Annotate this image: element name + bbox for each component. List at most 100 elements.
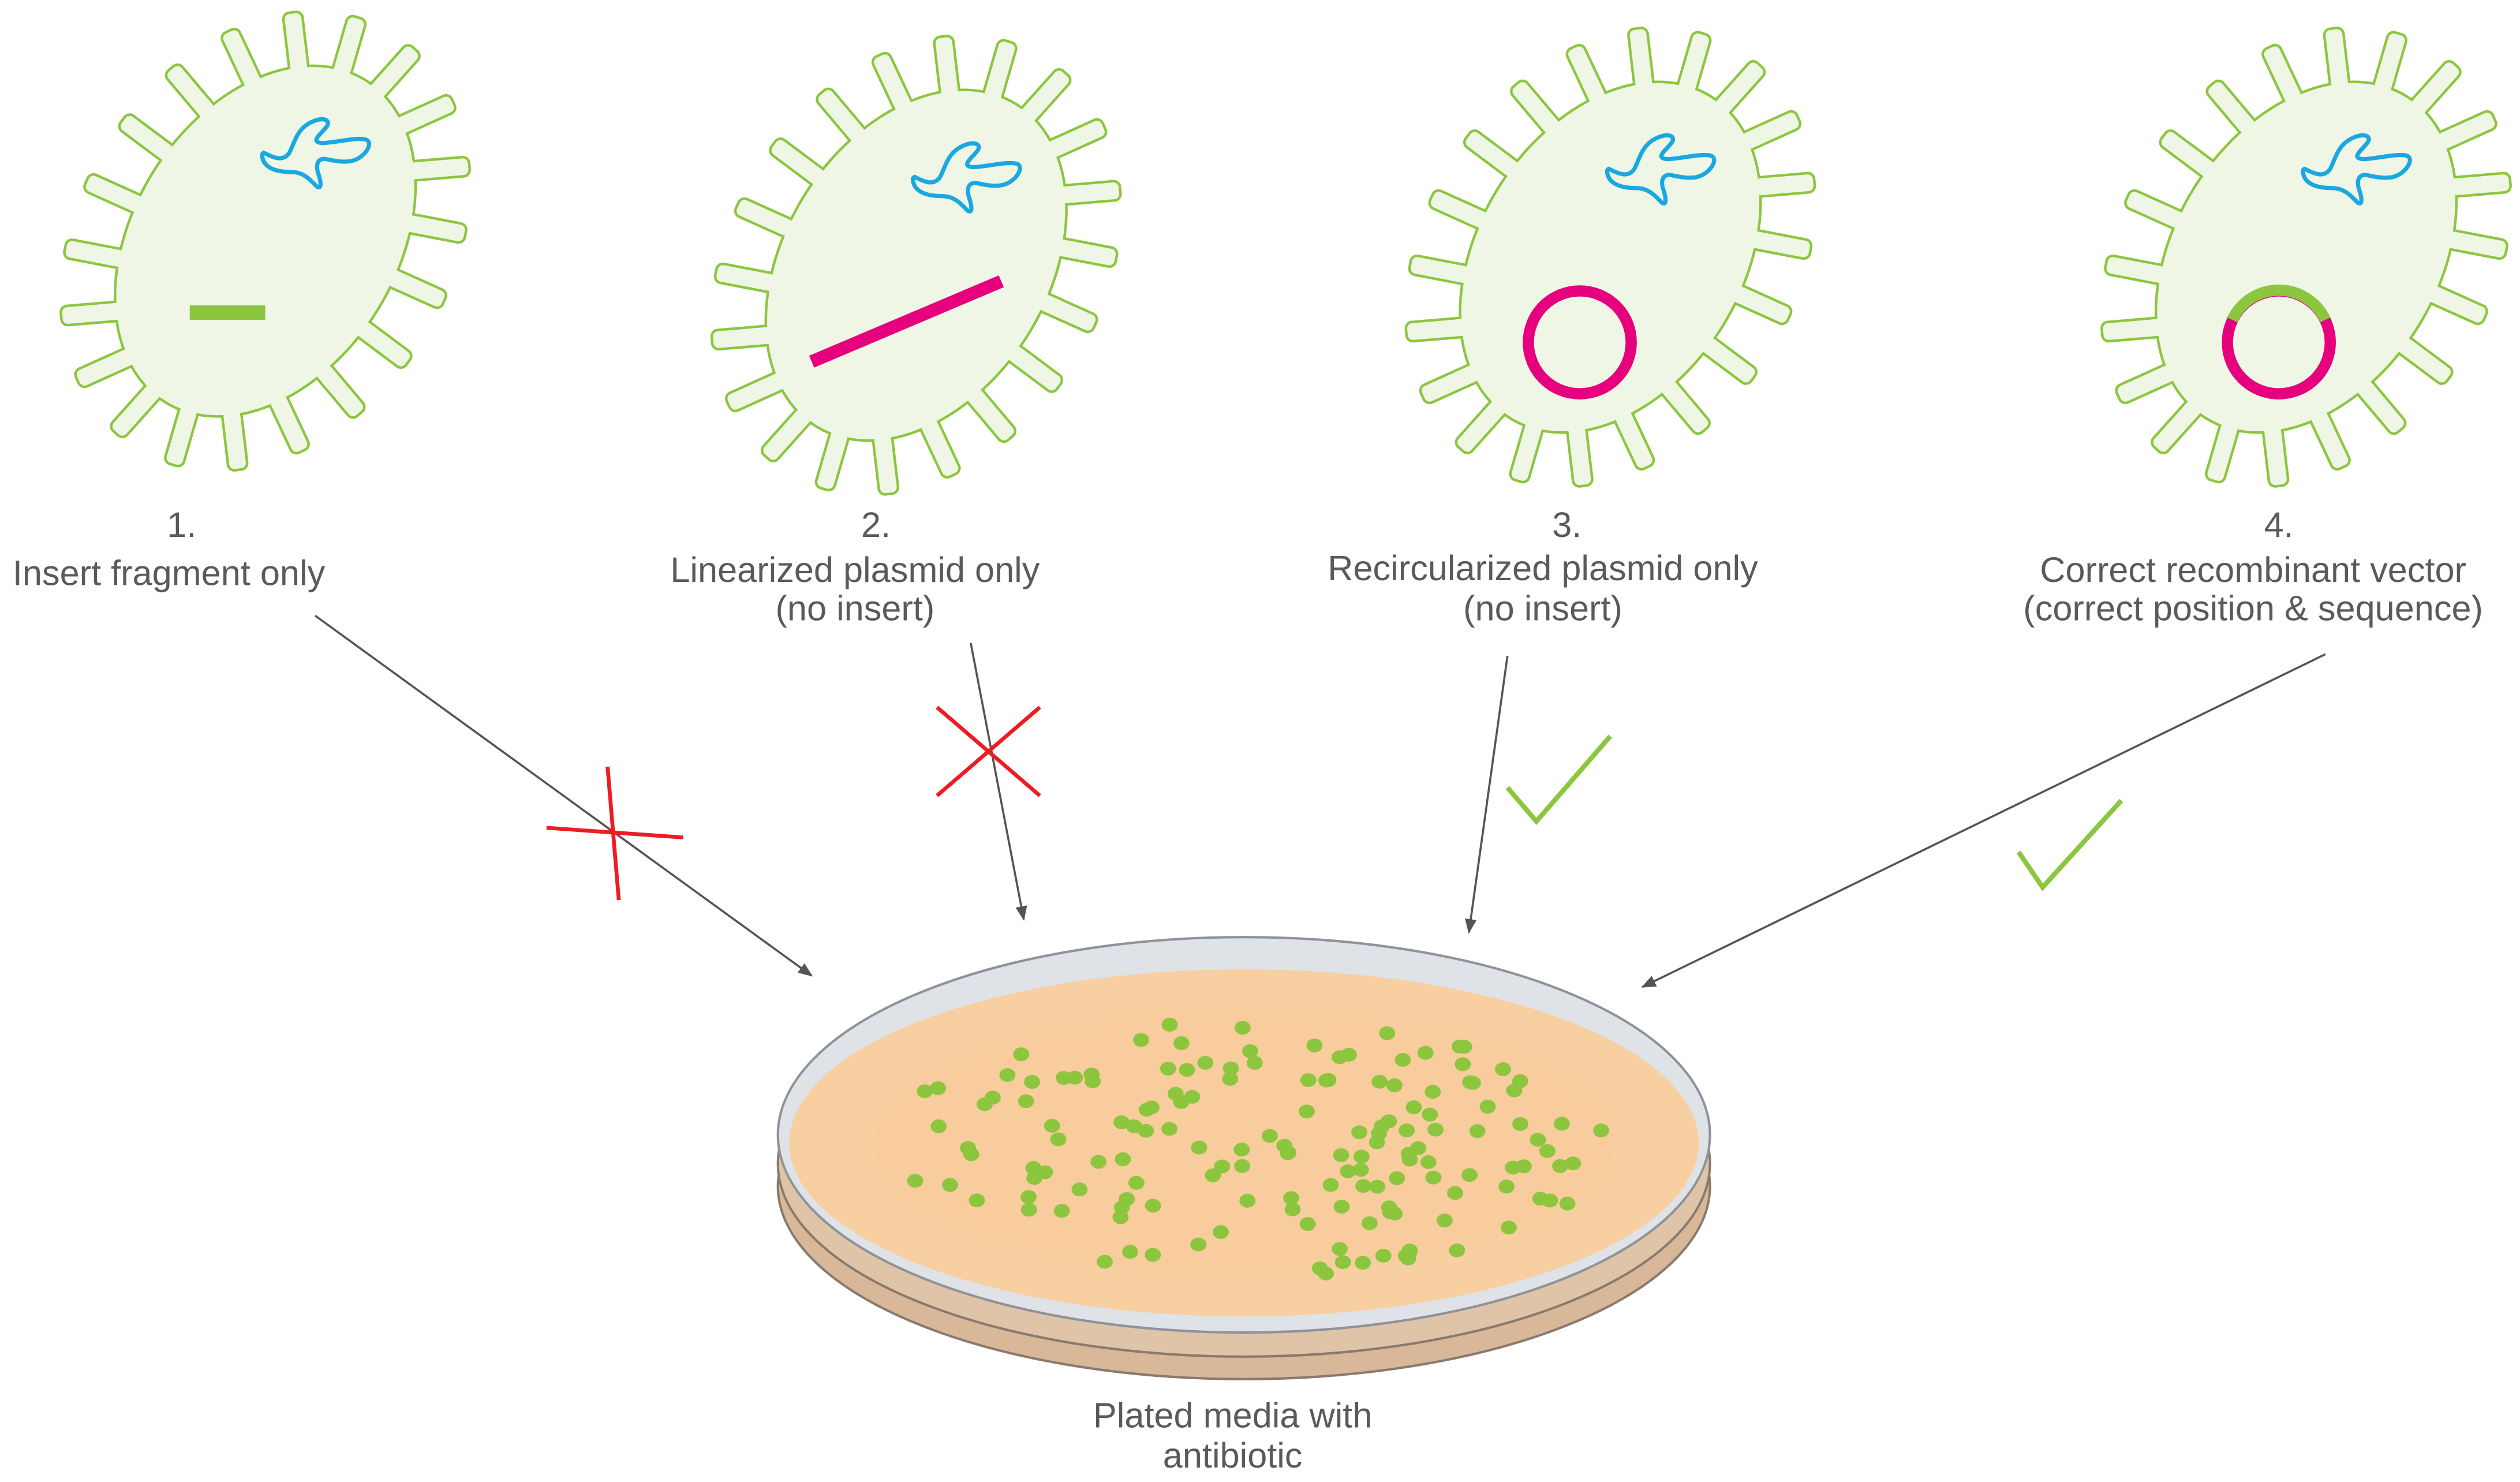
linearized-plasmid [809, 275, 1004, 368]
pilus-base [1674, 68, 1700, 107]
pilus-base [1010, 96, 1046, 134]
bacterial-colony [1205, 1168, 1221, 1182]
scenario-subtitle: (no insert) [776, 589, 935, 628]
bacterial-colony [1427, 1122, 1444, 1137]
pilus-base [2176, 389, 2212, 426]
arrow-to-plate-3 [1465, 655, 1509, 934]
check-mark-icon [2016, 798, 2123, 891]
pilus-base [840, 116, 876, 155]
pilus-base [263, 380, 293, 420]
bacterial-colony [1333, 1200, 1350, 1214]
bacterial-colony [1161, 1017, 1178, 1032]
plate-label: Plated media with antibiotic [1093, 1395, 1372, 1475]
bacterial-colony [1351, 1125, 1367, 1140]
scenario-subtitle: (correct position & sequence) [2023, 589, 2483, 628]
bacterial-colony [1161, 1122, 1177, 1136]
pilus-base [101, 247, 140, 271]
pilus-base [175, 391, 202, 431]
bacterial-colony [1355, 1179, 1371, 1193]
bacterial-colony [1498, 1179, 1515, 1194]
pilus-base [2384, 327, 2423, 363]
bacterial-colony [930, 1081, 946, 1095]
bacterial-colony [1354, 1149, 1370, 1164]
bacterial-colony [1090, 1155, 1107, 1169]
scenario-title: Recircularized plasmid only [1328, 548, 1758, 588]
pilus-base [305, 352, 342, 390]
bacterial-colony [1191, 1140, 1207, 1155]
pilus-base [888, 86, 919, 126]
bacterial-colony [1455, 1057, 1471, 1072]
pilus-base [1566, 411, 1587, 449]
pilus-base [979, 76, 1006, 115]
bacterial-colony [999, 1068, 1016, 1082]
bacterial-colony [1405, 1100, 1422, 1114]
bacterial-colony [1262, 1129, 1278, 1143]
scenario-number: 1. [167, 505, 196, 544]
bacterial-colony [1341, 1047, 1357, 1062]
bacterial-colony [1239, 1193, 1256, 1208]
petri-dish [776, 936, 1711, 1380]
bacterial-colony [1456, 1040, 1472, 1054]
chromosome-dna [260, 117, 372, 189]
bacterial-colony [1013, 1047, 1030, 1062]
bacterial-colony [1352, 1163, 1369, 1177]
pilus-base [359, 72, 395, 110]
bacterial-colony [1113, 1200, 1130, 1215]
bacterial-colony [1020, 1190, 1037, 1204]
chromosome-dna [1605, 133, 1717, 206]
pilus-base [2140, 318, 2177, 338]
bacterial-colony [1449, 1243, 1465, 1257]
bacterial-colony [1495, 1062, 1511, 1076]
bacterial-colony [1382, 1205, 1399, 1220]
pilus-base [2400, 88, 2436, 126]
insert-fragment [189, 305, 266, 320]
pilus-base [1444, 318, 1481, 338]
bacterial-colony [1375, 1249, 1392, 1263]
bacterial-colony [1050, 1132, 1067, 1147]
pilus-base [2346, 368, 2382, 406]
pilus-base [148, 136, 187, 171]
arrow-to-plate-1 [314, 614, 813, 977]
bacterial-colony [1190, 1237, 1207, 1252]
bacterial-colony [969, 1193, 985, 1208]
pilus-base [939, 73, 960, 111]
bacterial-colony [1461, 1168, 1478, 1182]
bacterial-colony [1401, 1147, 1418, 1161]
pilus-base [1042, 236, 1080, 259]
pilus-base [99, 301, 136, 322]
pilus-base [1704, 88, 1741, 126]
pilus-base [872, 419, 893, 457]
pilus-base [2149, 358, 2189, 388]
bacterium-cell-4 [2100, 27, 2512, 488]
bacterial-colony [1565, 1156, 1581, 1171]
bacterial-colony [917, 1084, 933, 1099]
bacterial-colony [1501, 1220, 1517, 1235]
bacterial-colony [1340, 1164, 1356, 1178]
bacterial-colony [1284, 1202, 1301, 1216]
pilus-base [760, 366, 799, 396]
bacterial-colony [1128, 1175, 1145, 1190]
pilus-base [2262, 411, 2283, 449]
bacterial-colony [1420, 1155, 1437, 1169]
pilus-base [343, 311, 382, 346]
bacterial-colony [907, 1174, 923, 1188]
cell-body [59, 10, 471, 472]
bacterial-colony [1122, 1245, 1138, 1259]
pilus-base [2278, 78, 2309, 118]
bacterial-colony [1389, 1171, 1405, 1185]
bacterial-colony [1386, 1078, 1403, 1092]
bacterial-colony [1332, 1242, 1348, 1256]
arrow-to-plate-4 [1641, 653, 2326, 988]
bacterial-colony [1417, 1046, 1434, 1060]
bacterial-colony [1532, 1192, 1549, 1206]
bacterial-colony [1024, 1075, 1041, 1089]
bacterial-colony [1126, 1119, 1142, 1133]
pilus-base [2159, 205, 2199, 236]
bacterial-colony [1283, 1191, 1299, 1205]
bacterial-colony [1469, 1124, 1486, 1138]
pilus-base [1520, 408, 1547, 446]
pilus-base [749, 326, 787, 346]
bacterial-colony [1436, 1214, 1453, 1227]
bacterial-colony [1399, 1123, 1415, 1138]
bacterial-colony [1222, 1061, 1239, 1076]
